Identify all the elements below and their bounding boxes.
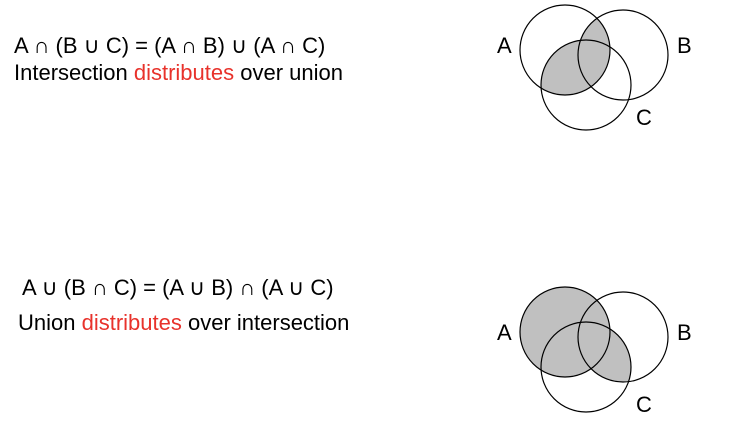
caption-text: over intersection (181, 310, 350, 335)
label-b: B (677, 33, 692, 58)
caption-text: Union (18, 310, 82, 335)
intersection-venn-diagram: A B C (480, 0, 720, 160)
circle-a (519, 4, 611, 96)
label-b: B (677, 320, 692, 345)
union-law-formula: A ∪ (B ∩ C) = (A ∪ B) ∩ (A ∪ C) (22, 275, 334, 300)
label-c: C (636, 392, 652, 417)
circle-a (519, 286, 611, 378)
caption-text: Intersection (14, 60, 134, 85)
shaded-region (520, 287, 631, 382)
circle-b (577, 291, 669, 383)
intersection-law-caption: Intersection distributes over union (14, 60, 343, 86)
union-venn-diagram: A B C (480, 282, 720, 442)
caption-text: over union (234, 60, 343, 85)
circle-c (540, 39, 632, 131)
label-c: C (636, 105, 652, 130)
intersection-law-formula: A ∩ (B ∪ C) = (A ∩ B) ∪ (A ∩ C) (14, 33, 326, 58)
circle-b (577, 9, 669, 101)
label-a: A (497, 33, 512, 58)
label-a: A (497, 320, 512, 345)
caption-highlight: distributes (133, 60, 235, 85)
caption-highlight: distributes (81, 310, 182, 335)
union-law-caption: Union distributes over intersection (18, 310, 349, 336)
circle-c (540, 321, 632, 413)
